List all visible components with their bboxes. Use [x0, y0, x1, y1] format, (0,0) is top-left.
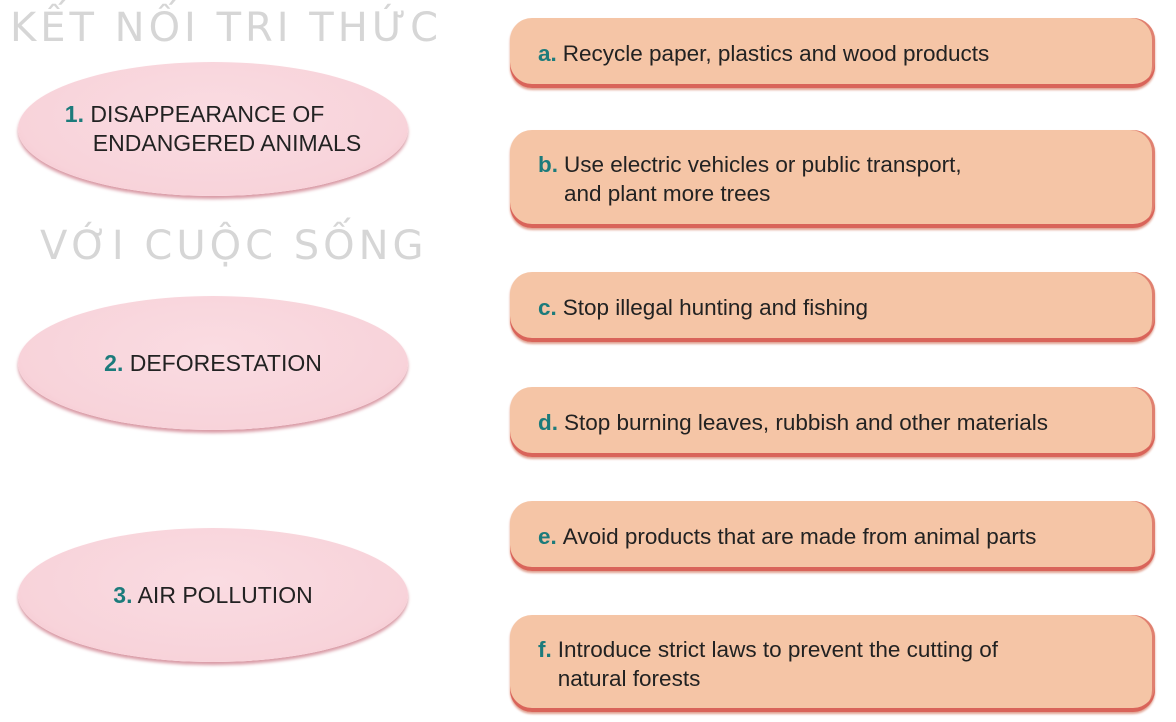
- solution-letter: a.: [538, 40, 557, 66]
- solution-text: Use electric vehicles or public transpor…: [564, 152, 962, 177]
- problem-3[interactable]: 3. AIR POLLUTION: [18, 528, 408, 662]
- problem-text: AIR POLLUTION: [137, 581, 313, 608]
- problem-number: 2.: [104, 349, 124, 376]
- problem-number: 3.: [113, 581, 133, 608]
- solution-letter: f.: [538, 636, 552, 662]
- watermark-line-2: VỚI CUỘC SỐNG: [40, 223, 428, 269]
- solution-text-line2: and plant more trees: [564, 181, 771, 206]
- problem-text: DEFORESTATION: [129, 349, 322, 376]
- problem-2[interactable]: 2. DEFORESTATION: [18, 296, 408, 430]
- problem-1[interactable]: 1. DISAPPEARANCE OF ENDANGERED ANIMALS: [18, 62, 408, 196]
- watermark-line-1: KẾT NỐI TRI THỨC: [10, 5, 443, 51]
- solution-text-line2: natural forests: [557, 665, 701, 691]
- solution-b[interactable]: b.Use electric vehicles or public transp…: [510, 130, 1155, 228]
- problem-number: 1.: [64, 101, 84, 127]
- solution-a[interactable]: a.Recycle paper, plastics and wood produ…: [510, 18, 1155, 88]
- solution-text: Avoid products that are made from animal…: [562, 523, 1037, 549]
- solution-d[interactable]: d.Stop burning leaves, rubbish and other…: [510, 387, 1155, 457]
- solution-text: Introduce strict laws to prevent the cut…: [557, 636, 998, 662]
- solution-c[interactable]: c.Stop illegal hunting and fishing: [510, 272, 1155, 342]
- solution-letter: b.: [538, 152, 558, 177]
- problem-text: DISAPPEARANCE OF: [90, 101, 325, 127]
- solution-letter: d.: [538, 409, 558, 435]
- solution-text: Recycle paper, plastics and wood product…: [562, 40, 990, 66]
- solution-text: Stop burning leaves, rubbish and other m…: [564, 409, 1049, 435]
- solution-letter: c.: [538, 294, 557, 320]
- solution-text: Stop illegal hunting and fishing: [562, 294, 868, 320]
- solution-f[interactable]: f.Introduce strict laws to prevent the c…: [510, 615, 1155, 712]
- problem-text-line2: ENDANGERED ANIMALS: [92, 130, 362, 156]
- solution-e[interactable]: e.Avoid products that are made from anim…: [510, 501, 1155, 571]
- solution-letter: e.: [538, 523, 557, 549]
